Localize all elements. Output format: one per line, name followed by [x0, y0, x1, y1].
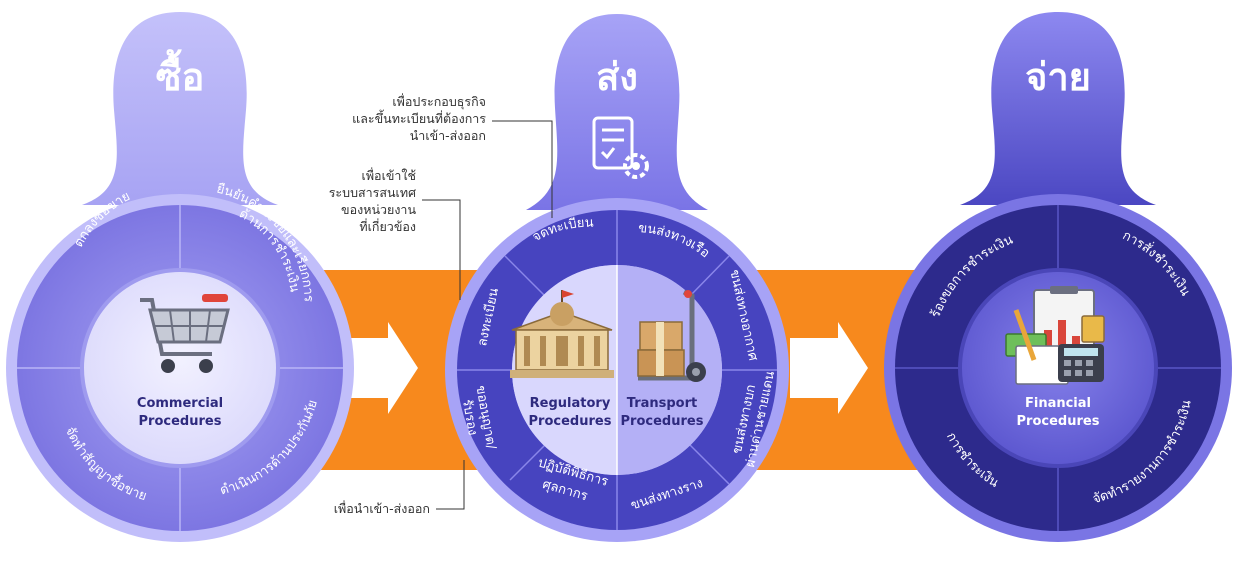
buy-center: [84, 272, 276, 464]
ship-seg-permit-2: รับรอง: [459, 398, 480, 436]
government-building-icon: [510, 290, 614, 378]
buy-stage: ซื้อ Commercial Procedures ตกลงซื้อขาย ย…: [6, 12, 354, 542]
pay-stage: จ่าย Financial Procedures ร้องขอการชำระเ…: [884, 12, 1232, 542]
note-1-line-2: และขึ้นทะเบียนที่ต้องการ: [352, 109, 486, 126]
note-2-line-3: ของหน่วยงาน: [341, 202, 416, 217]
note-1-line-1: เพื่อประกอบธุรกิจ: [392, 93, 486, 110]
arrow-right-icon: [790, 322, 868, 414]
hand-truck-boxes-icon: [637, 289, 706, 382]
arrow-right-icon: [340, 322, 418, 414]
buy-title: ซื้อ: [156, 49, 205, 99]
shopping-cart-icon: [140, 294, 230, 373]
callouts: เพื่อประกอบธุรกิจ และขึ้นทะเบียนที่ต้องก…: [329, 93, 553, 516]
ship-dividers: [457, 210, 777, 530]
pay-title: จ่าย: [1025, 55, 1091, 99]
ship-stage: ส่ง: [445, 14, 789, 542]
note-1-leader: [492, 120, 553, 218]
ship-trans-label-1: Transport: [627, 396, 697, 411]
ship-trans-label-2: Procedures: [621, 414, 704, 429]
note-1-line-3: นำเข้า-ส่งออก: [410, 128, 486, 143]
checklist-gear-icon: [592, 116, 649, 179]
note-3-leader: [436, 460, 465, 510]
note-2-leader: [422, 199, 461, 300]
buy-center-label-1: Commercial: [137, 396, 223, 411]
ship-reg-label-2: Procedures: [529, 414, 612, 429]
buy-center-label-2: Procedures: [139, 414, 222, 429]
accounting-calculator-icon: [1005, 286, 1105, 385]
note-3: เพื่อนำเข้า-ส่งออก: [334, 500, 430, 516]
pay-center-label-1: Financial: [1025, 396, 1091, 411]
pay-center-label-2: Procedures: [1017, 414, 1100, 429]
note-2-line-2: ระบบสารสนเทศ: [329, 185, 416, 200]
ship-title: ส่ง: [596, 55, 638, 99]
note-2-line-1: เพื่อเข้าใช้: [362, 167, 416, 183]
note-2-line-4: ที่เกี่ยวข้อง: [359, 218, 416, 234]
ship-reg-label-1: Regulatory: [530, 396, 611, 411]
